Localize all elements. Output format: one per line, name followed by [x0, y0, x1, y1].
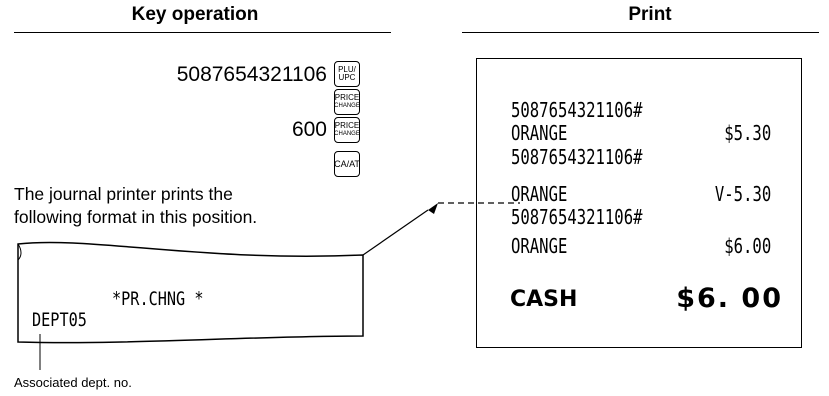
price-change-label-1b: PRICE	[334, 121, 360, 130]
journal-dept-caption: Associated dept. no.	[14, 375, 132, 390]
receipt-line-4-right: V-5.30	[714, 182, 771, 206]
key-operation-header: Key operation	[131, 4, 259, 25]
new-price-entry: 600	[291, 118, 327, 141]
price-change-key[interactable]: PRICE CHANGE	[334, 89, 360, 115]
journal-price-change-title: *PR.CHNG *	[112, 288, 204, 310]
price-change-label-2: CHANGE	[334, 103, 360, 109]
receipt-cash-amount: $6. 00	[676, 283, 783, 314]
receipt-cash-label: CASH	[510, 287, 578, 312]
receipt-line-6-right: $6.00	[724, 234, 771, 258]
price-change-key-2[interactable]: PRICE CHANGE	[334, 117, 360, 143]
print-rule	[462, 32, 819, 33]
price-change-label-2b: CHANGE	[334, 131, 360, 137]
price-change-label-1: PRICE	[334, 93, 360, 102]
receipt-line-2-left: ORANGE	[511, 121, 568, 145]
receipt-line-4-left: ORANGE	[511, 182, 568, 206]
ca-at-key[interactable]: CA/AT	[334, 151, 360, 177]
receipt-line-3-left: 5087654321106#	[511, 145, 643, 169]
key-operation-rule	[14, 32, 391, 33]
note-line-2: following format in this position.	[14, 207, 258, 227]
note-line-1: The journal printer prints the	[14, 184, 233, 204]
plu-number: 5087654321106	[176, 63, 327, 86]
ca-at-label: CA/AT	[334, 159, 360, 169]
receipt-line-1-left: 5087654321106#	[511, 98, 643, 122]
receipt-line-2-right: $5.30	[724, 121, 771, 145]
plu-key-label-2: UPC	[338, 73, 356, 82]
journal-dept-number: DEPT05	[32, 309, 87, 331]
receipt-line-5-left: 5087654321106#	[511, 205, 643, 229]
printed-receipt	[476, 58, 802, 348]
plu-key-label-1: PLU/	[338, 65, 356, 74]
receipt-line-6-left: ORANGE	[511, 234, 568, 258]
print-header: Print	[628, 4, 672, 25]
plu-upc-key[interactable]: PLU/ UPC	[334, 61, 360, 87]
